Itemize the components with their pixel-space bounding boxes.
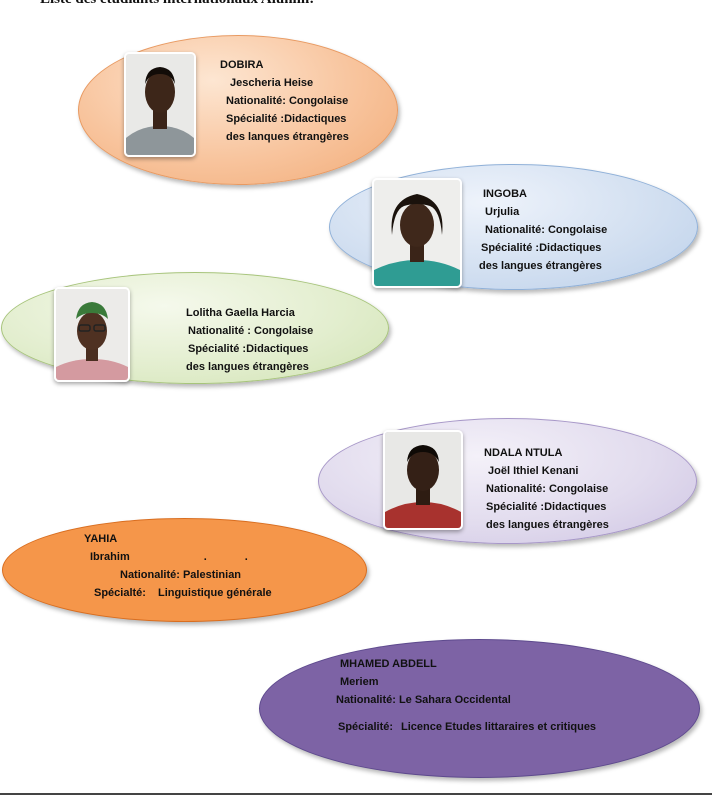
student-info-lolitha: Lolitha Gaella Harcia Nationalité : Cong… xyxy=(186,304,313,376)
student-speciality-row: Spécialité: Licence Etudes littaraires et… xyxy=(336,718,596,736)
student-given-name: Ibrahim xyxy=(90,551,130,563)
student-photo-ingoba xyxy=(372,178,462,288)
student-speciality-cont: des langues étrangères xyxy=(479,260,602,272)
student-speciality: Spécialité :Didactiques xyxy=(188,343,309,355)
student-speciality-cont: des lanques étrangères xyxy=(226,131,349,143)
student-photo-dobira xyxy=(124,52,196,157)
student-speciality-label: Spécialté: xyxy=(94,587,146,599)
student-info-yahia: YAHIA Ibrahim.. Nationalité: Palestinian… xyxy=(80,530,286,602)
student-photo-ndala xyxy=(383,430,463,530)
student-speciality-label: Spécialité: xyxy=(338,721,394,733)
student-info-dobira: DOBIRA Jescheria Heise Nationalité: Cong… xyxy=(220,56,349,146)
student-surname: INGOBA xyxy=(483,188,527,200)
student-speciality: Spécialité :Didactiques xyxy=(486,501,607,513)
student-photo-lolitha xyxy=(54,287,130,382)
student-surname: DOBIRA xyxy=(220,59,264,71)
trailing-dots: .. xyxy=(203,551,286,563)
page-heading: Liste des étudiants internationaux Aluni… xyxy=(40,0,314,8)
student-speciality-value: Linguistique générale xyxy=(157,587,272,599)
student-card-ndala xyxy=(318,418,697,544)
student-nationality: Nationalité: Congolaise xyxy=(226,95,349,107)
student-speciality-cont: des langues étrangères xyxy=(186,361,309,373)
student-info-mhamed: MHAMED ABDELL Meriem Nationalité: Le Sah… xyxy=(336,655,596,736)
student-card-mhamed xyxy=(259,639,700,778)
student-speciality-cont: des langues étrangères xyxy=(486,519,609,531)
student-info-ndala: NDALA NTULA Joël Ithiel Kenani Nationali… xyxy=(484,444,609,534)
student-surname: YAHIA xyxy=(84,533,118,545)
student-nationality: Nationalité: Congolaise xyxy=(486,483,609,495)
student-nationality: Nationalité: Le Sahara Occidental xyxy=(336,694,511,706)
student-given-name: Meriem xyxy=(340,676,379,688)
student-speciality: Spécialité :Didactiques xyxy=(226,113,347,125)
student-given-name-row: Ibrahim.. xyxy=(80,548,286,566)
student-card-yahia xyxy=(2,518,367,622)
student-speciality-row: Spécialté: Linguistique générale xyxy=(80,584,286,602)
student-given-name: Urjulia xyxy=(485,206,520,218)
student-surname: NDALA NTULA xyxy=(484,447,563,459)
student-speciality-value: Licence Etudes littaraires et critiques xyxy=(401,721,597,733)
student-nationality: Nationalité: Palestinian xyxy=(120,569,242,581)
student-given-name: Jescheria Heise xyxy=(230,77,314,89)
page-bottom-rule xyxy=(0,793,712,795)
student-full-name: Lolitha Gaella Harcia xyxy=(186,307,295,319)
student-surname: MHAMED ABDELL xyxy=(340,658,437,670)
student-speciality: Spécialité :Didactiques xyxy=(481,242,602,254)
student-nationality: Nationalité: Congolaise xyxy=(485,224,608,236)
student-nationality: Nationalité : Congolaise xyxy=(188,325,314,337)
student-info-ingoba: INGOBA Urjulia Nationalité: Congolaise S… xyxy=(479,185,607,275)
student-given-name: Joël Ithiel Kenani xyxy=(488,465,579,477)
